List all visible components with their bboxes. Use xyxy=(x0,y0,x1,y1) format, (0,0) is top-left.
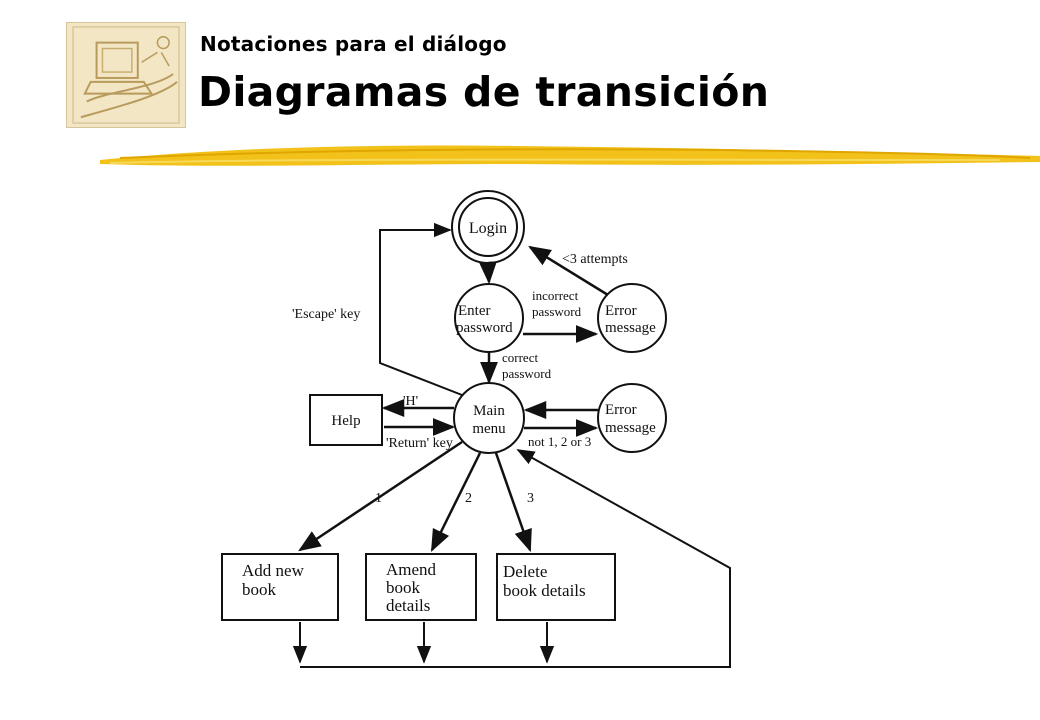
box-amend-book-details: Amend book details xyxy=(365,553,477,621)
page-subtitle: Notaciones para el diálogo xyxy=(200,32,507,56)
edge-not-123: not 1, 2 or 3 xyxy=(524,419,599,449)
state-transition-diagram: Login Enter password Error message Main … xyxy=(200,180,745,685)
attempts-label: <3 attempts xyxy=(562,252,628,267)
error-mid-label-2: message xyxy=(605,420,656,436)
main-menu-label-2: menu xyxy=(472,421,506,437)
edge-option-3: 3 xyxy=(494,452,534,553)
edge-correct-password: correct password xyxy=(480,350,552,385)
state-login-label: Login xyxy=(469,220,507,237)
error-top-label-2: message xyxy=(605,320,656,336)
add-label-2: book xyxy=(242,580,277,599)
state-error-mid: Error message xyxy=(597,383,667,453)
edge-h-key: 'H' xyxy=(381,394,454,417)
yellow-brush-stroke xyxy=(100,138,1040,172)
return-key-label: 'Return' key xyxy=(386,436,453,451)
option-2-label: 2 xyxy=(465,491,472,506)
amend-label-3: details xyxy=(386,596,430,615)
correct-label-2: password xyxy=(502,366,552,381)
edge-escape-key: 'Escape' key xyxy=(292,222,463,396)
enter-password-label-2: password xyxy=(456,320,513,336)
edge-option-2: 2 xyxy=(430,452,482,553)
delete-label-1: Delete xyxy=(503,562,547,581)
main-menu-label-1: Main xyxy=(473,403,505,419)
state-login: Login xyxy=(451,190,525,264)
edge-return-to-menu xyxy=(292,449,731,668)
escape-label: 'Escape' key xyxy=(292,307,360,322)
correct-label-1: correct xyxy=(502,350,538,365)
error-top-label-1: Error xyxy=(605,303,637,319)
enter-password-label-1: Enter xyxy=(458,303,490,319)
incorrect-label-2: password xyxy=(532,304,582,319)
edge-attempts: <3 attempts xyxy=(528,245,628,297)
option-1-label: 1 xyxy=(375,491,382,506)
incorrect-label-1: incorrect xyxy=(532,288,579,303)
computer-user-icon xyxy=(72,26,180,124)
logo xyxy=(66,22,186,128)
box-delete-book-details: Delete book details xyxy=(496,553,616,621)
state-error-top: Error message xyxy=(597,283,667,353)
h-key-label: 'H' xyxy=(403,394,418,409)
edge-login-to-enter xyxy=(478,261,497,285)
state-enter-password: Enter password xyxy=(454,283,524,353)
option-3-label: 3 xyxy=(527,491,534,506)
box-add-new-book: Add new book xyxy=(221,553,339,621)
edge-incorrect-password: incorrect password xyxy=(523,288,599,343)
box-help: Help xyxy=(309,394,383,446)
edge-option-1: 1 xyxy=(298,440,463,552)
amend-label-2: book xyxy=(386,578,421,597)
edge-return-key: 'Return' key xyxy=(384,418,456,451)
error-mid-label-1: Error xyxy=(605,402,637,418)
not-123-label: not 1, 2 or 3 xyxy=(528,434,591,449)
state-main-menu: Main menu xyxy=(453,382,525,454)
amend-label-1: Amend xyxy=(386,560,437,579)
page-title: Diagramas de transición xyxy=(198,68,770,116)
help-label: Help xyxy=(331,413,360,429)
add-label-1: Add new xyxy=(242,561,305,580)
delete-label-2: book details xyxy=(503,581,586,600)
